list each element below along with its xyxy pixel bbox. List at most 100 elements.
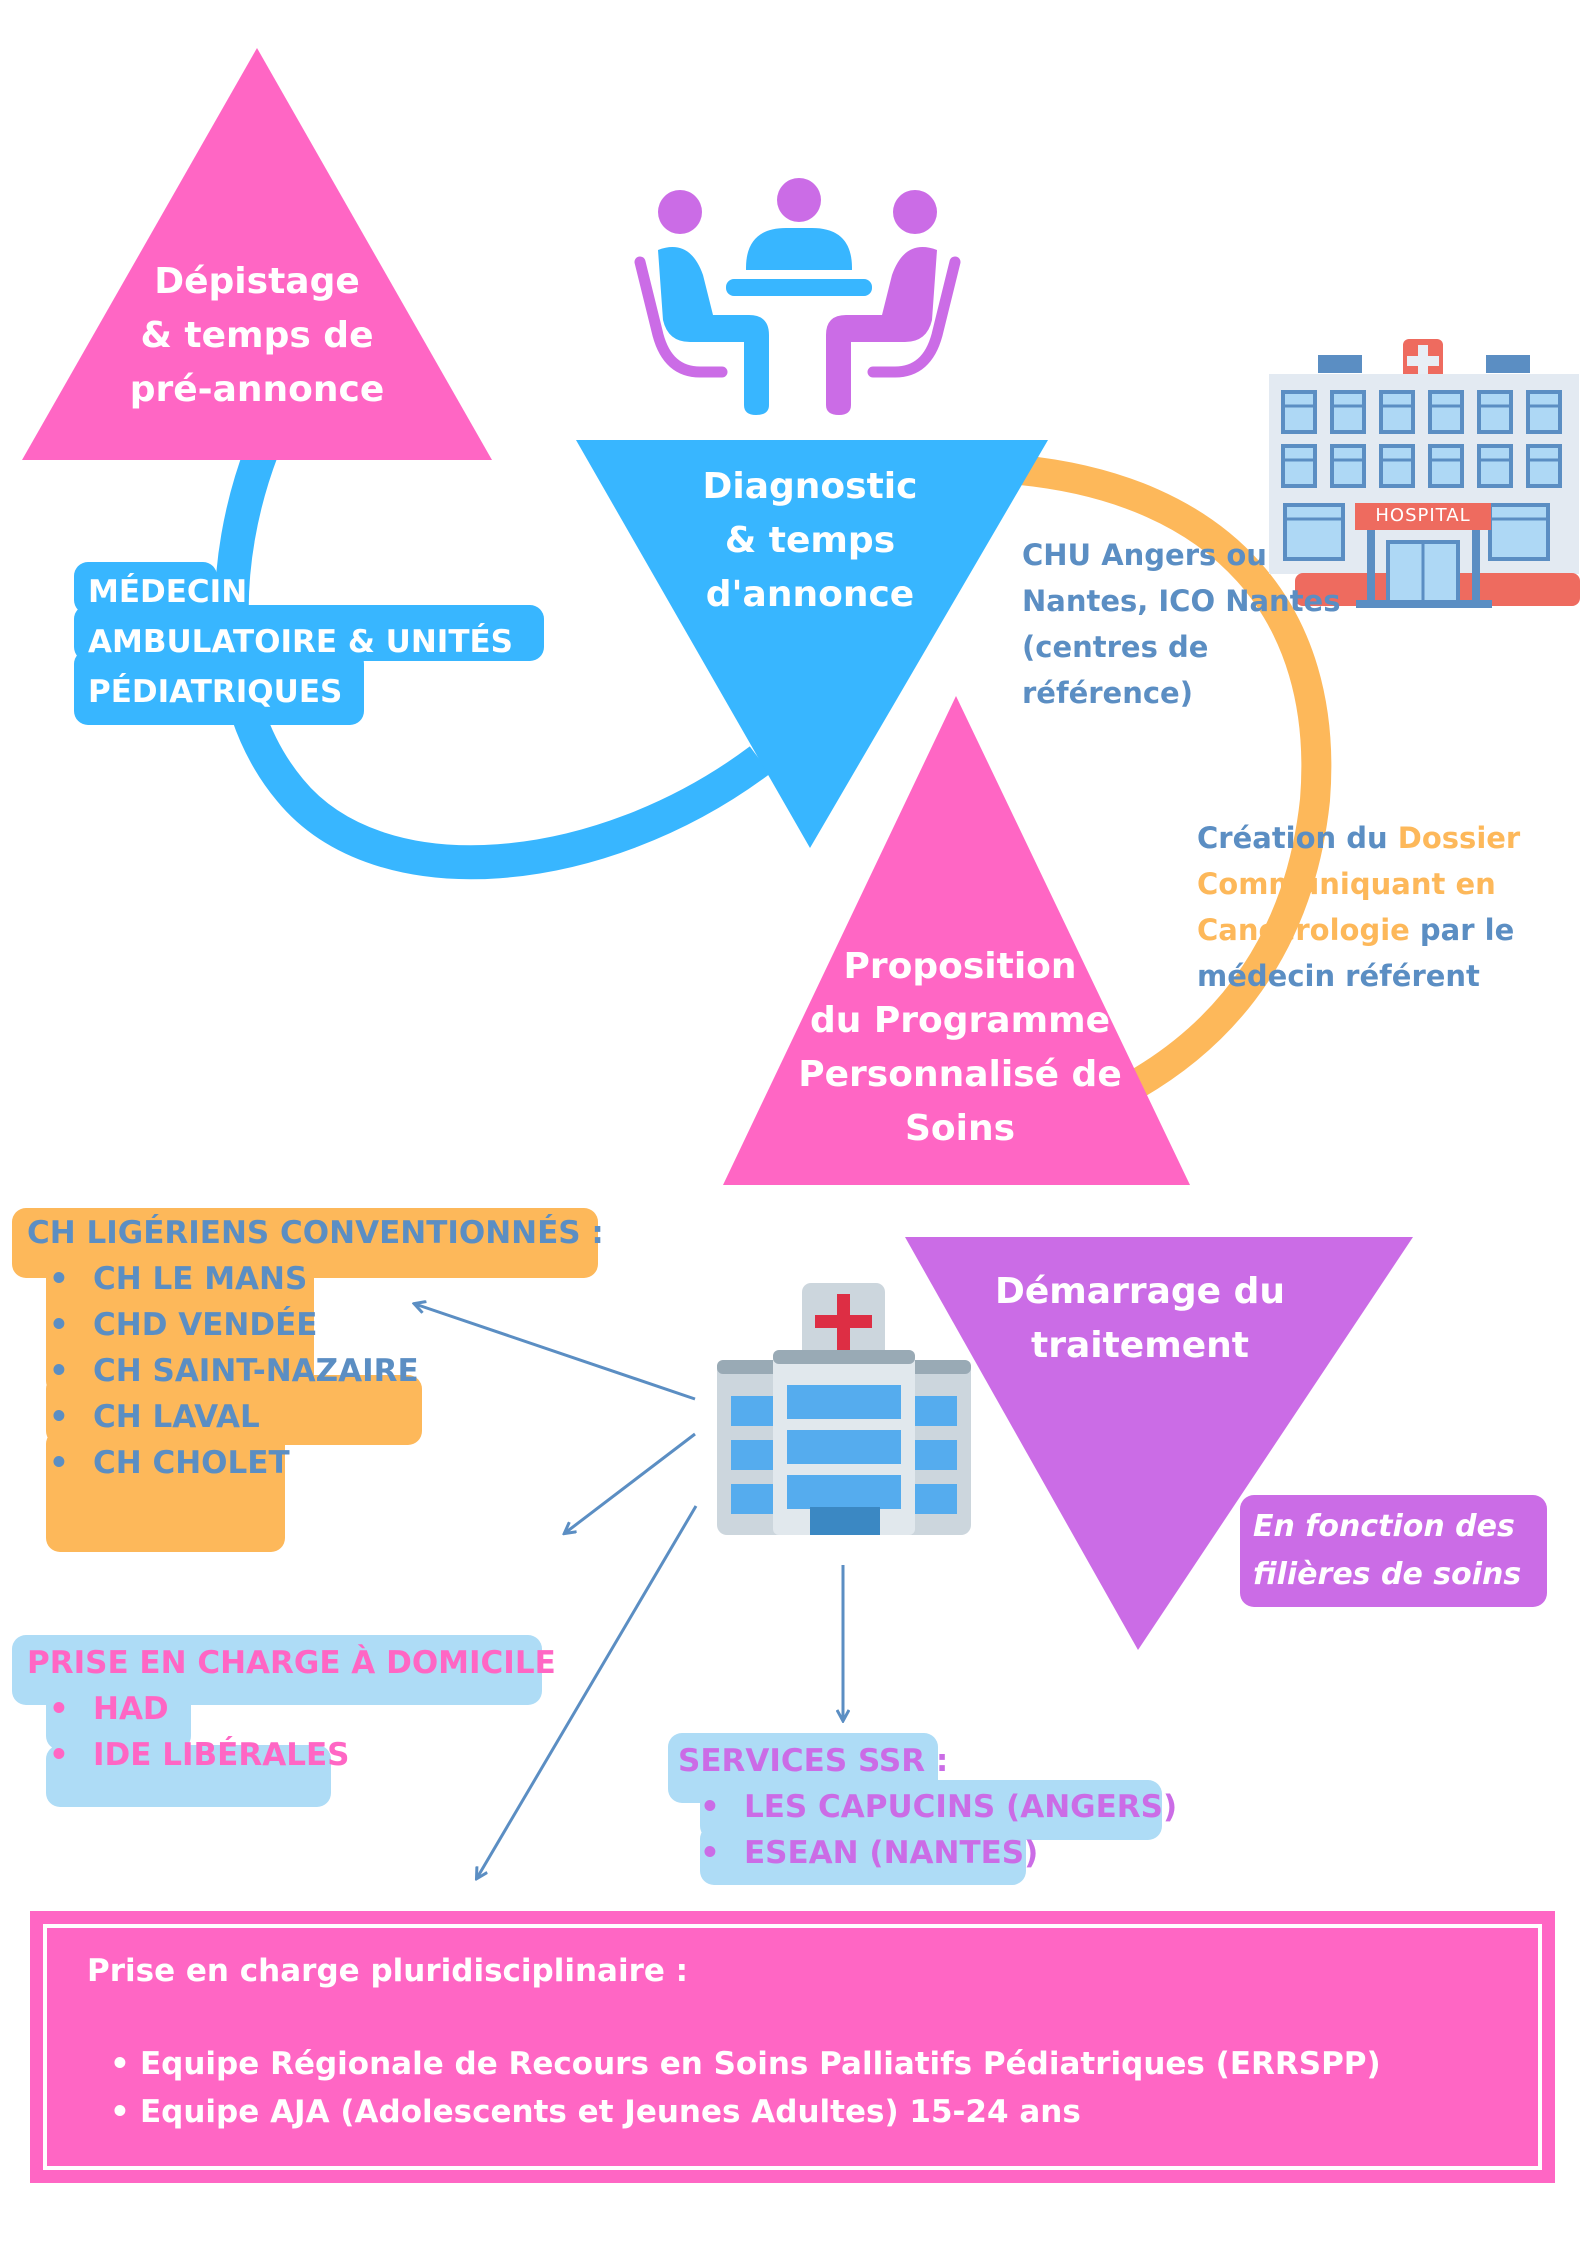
- hospital-window: [1428, 390, 1464, 434]
- proposition-line-1: Proposition: [843, 946, 1077, 987]
- chu-line-4: référence): [1022, 676, 1193, 710]
- diagnostic-label: Diagnostic & temps d'annonce: [660, 460, 960, 622]
- hospital-window: [1281, 390, 1317, 434]
- proposition-label: Proposition du Programme Personnalisé de…: [795, 940, 1125, 1156]
- bullet: •: [700, 1835, 720, 1871]
- ch-item: • CH SAINT-NAZAIRE: [27, 1348, 604, 1394]
- chu-line-3: (centres de: [1022, 630, 1209, 664]
- arrow-to-ch-ligeriens: [415, 1304, 696, 1401]
- hospital-window: [1330, 444, 1366, 488]
- diagnostic-line-3: d'annonce: [705, 574, 915, 615]
- ch-item-label: CH LAVAL: [93, 1399, 260, 1435]
- medecine-line-3: PÉDIATRIQUES: [88, 674, 343, 710]
- creation-text-d: par le: [1409, 913, 1515, 947]
- ch-item-label: CHD VENDÉE: [93, 1307, 318, 1343]
- meeting-icon: [634, 178, 961, 415]
- bullet: •: [49, 1353, 69, 1389]
- pluridisciplinaire-item: • Equipe Régionale de Recours en Soins Pa…: [110, 2046, 1381, 2082]
- bullet: •: [110, 2046, 130, 2082]
- ssr-list: SERVICES SSR : •LES CAPUCINS (ANGERS) • E…: [678, 1738, 1177, 1876]
- domicile-item: •IDE LIBÉRALES: [27, 1732, 556, 1778]
- demarrage-line-1: Démarrage du: [994, 1271, 1286, 1312]
- bullet: •: [49, 1261, 69, 1297]
- chu-line-2: Nantes, ICO Nantes: [1022, 584, 1341, 618]
- hospital-window: [1379, 390, 1415, 434]
- proposition-line-3: Personnalisé de: [798, 1054, 1122, 1095]
- proposition-triangle: [723, 696, 1190, 1185]
- bullet: •: [49, 1399, 69, 1435]
- domicile-bubble-items-bg-2: [46, 1745, 331, 1807]
- hospital-window: [1477, 444, 1513, 488]
- hospital-window: [1330, 390, 1366, 434]
- ssr-item-label: LES CAPUCINS (ANGERS): [744, 1789, 1178, 1825]
- orange-connector-arc: [1018, 455, 1332, 1098]
- hospital-window: [1283, 503, 1345, 561]
- chu-line-1: CHU Angers ou: [1022, 538, 1267, 572]
- ssr-item: •LES CAPUCINS (ANGERS): [678, 1784, 1177, 1830]
- ssr-item: • ESEAN (NANTES): [678, 1830, 1177, 1876]
- demarrage-label: Démarrage du traitement: [990, 1265, 1290, 1373]
- ch-item-label: CH SAINT-NAZAIRE: [93, 1353, 419, 1389]
- ch-bubble-items-bg-1: [46, 1260, 314, 1395]
- hospital-window: [1428, 444, 1464, 488]
- depistage-label: Dépistage & temps de pré-annonce: [107, 255, 407, 417]
- diagnostic-line-1: Diagnostic: [702, 466, 918, 507]
- depistage-line-2: & temps de: [140, 315, 374, 356]
- creation-dcc-label: Création du Dossier Communiquant en Canc…: [1197, 815, 1520, 999]
- creation-text-c: Cancérologie: [1197, 913, 1410, 947]
- ch-bubble-items-bg-3: [46, 1430, 285, 1552]
- hospital-building-icon: [1269, 339, 1580, 608]
- ssr-bubble-items-bg-2: [700, 1825, 1026, 1885]
- ch-item-label: CH CHOLET: [93, 1445, 290, 1481]
- arrow-to-domicile: [565, 1432, 696, 1533]
- diagnostic-line-2: & temps: [724, 520, 896, 561]
- filieres-line-2: filières de soins: [1253, 1557, 1522, 1592]
- bullet: •: [49, 1307, 69, 1343]
- ch-item: • CH LAVAL: [27, 1394, 604, 1440]
- creation-text-line-2: Communiquant en: [1197, 867, 1496, 901]
- ch-item: • CH LE MANS: [27, 1256, 604, 1302]
- blue-connector-arc: [214, 443, 771, 880]
- pluridisciplinaire-inner-border: [43, 1924, 1542, 2170]
- demarrage-triangle: [905, 1237, 1413, 1650]
- depistage-line-3: pré-annonce: [129, 369, 385, 410]
- demarrage-line-2: traitement: [1031, 1325, 1249, 1366]
- ch-item-label: CH LE MANS: [93, 1261, 308, 1297]
- filieres-label: En fonction des filières de soins: [1253, 1503, 1521, 1599]
- proposition-line-2: du Programme: [809, 1000, 1111, 1041]
- ch-ligeriens-title: CH LIGÉRIENS CONVENTIONNÉS :: [27, 1215, 604, 1251]
- hospital-sign-text: HOSPITAL: [1375, 505, 1471, 526]
- pluridisciplinaire-item-label: Equipe Régionale de Recours en Soins Pal…: [140, 2046, 1381, 2082]
- hospital-window: [1488, 503, 1550, 561]
- arrow-to-pluridisciplinaire: [477, 1505, 698, 1878]
- bullet: •: [110, 2094, 130, 2130]
- medecine-line-2: AMBULATOIRE & UNITÉS: [88, 624, 513, 660]
- hospital-window: [1526, 444, 1562, 488]
- filieres-line-1: En fonction des: [1253, 1509, 1515, 1544]
- chu-label: CHU Angers ou Nantes, ICO Nantes (centre…: [1022, 532, 1341, 716]
- medecine-label: MÉDECINE AMBULATOIRE & UNITÉS PÉDIATRIQU…: [88, 567, 513, 717]
- ssr-title: SERVICES SSR :: [678, 1743, 949, 1779]
- ch-item: • CHD VENDÉE: [27, 1302, 604, 1348]
- hospital-window: [1379, 444, 1415, 488]
- domicile-title: PRISE EN CHARGE À DOMICILE: [27, 1645, 556, 1681]
- ch-ligeriens-list: CH LIGÉRIENS CONVENTIONNÉS : • CH LE MANS…: [27, 1210, 604, 1486]
- creation-text-b: Dossier: [1397, 821, 1521, 855]
- bullet: •: [49, 1445, 69, 1481]
- bullet: •: [49, 1691, 69, 1727]
- domicile-item-label: HAD: [93, 1691, 169, 1727]
- ch-item: • CH CHOLET: [27, 1440, 604, 1486]
- filieres-box: [1240, 1495, 1547, 1607]
- creation-text-a: Création du: [1197, 821, 1398, 855]
- diagnostic-triangle: [576, 440, 1048, 848]
- ssr-item-label: ESEAN (NANTES): [744, 1835, 1039, 1871]
- hospital-window: [1281, 444, 1317, 488]
- pluridisciplinaire-box: Prise en charge pluridisciplinaire : •Eq…: [30, 1911, 1555, 2183]
- depistage-line-1: Dépistage: [154, 261, 360, 302]
- medecine-bubble-part-3: [74, 650, 364, 725]
- domicile-item-label: IDE LIBÉRALES: [93, 1737, 350, 1773]
- depistage-triangle: [22, 48, 492, 460]
- proposition-line-4: Soins: [904, 1108, 1016, 1149]
